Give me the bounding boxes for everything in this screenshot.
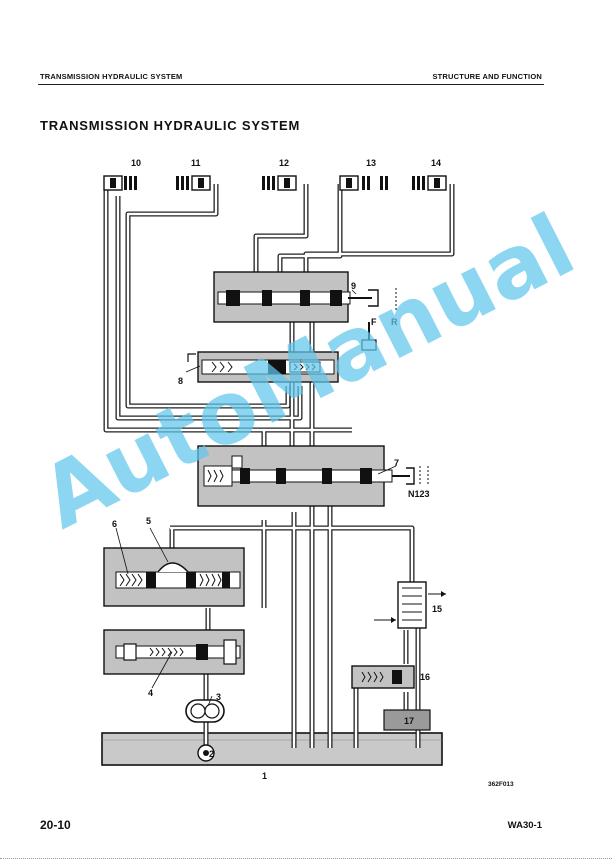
callout-15: 15 [432,604,442,614]
filter-17 [383,709,431,731]
bottom-rule [0,858,612,859]
callout-14: 14 [431,158,441,168]
clutch-13 [339,175,388,191]
page-title: TRANSMISSION HYDRAULIC SYSTEM [40,118,301,133]
regulator-valve-6-5 [103,547,245,607]
callout-9: 9 [351,281,356,291]
selector-f-label: F [371,317,377,327]
clutch-10 [103,175,137,191]
callout-labels: 10 11 12 13 14 9 8 7 6 5 4 3 2 1 15 16 1… [112,158,514,788]
header-chapter-title: STRUCTURE AND FUNCTION [432,72,542,81]
directional-valve-9 [213,271,397,351]
page-number: 20-10 [40,818,71,832]
clutch-11 [176,175,211,191]
callout-13: 13 [366,158,376,168]
pump-3 [185,699,225,723]
figure-code: 362F013 [488,781,514,788]
oil-cooler-15 [374,581,446,629]
callout-8: 8 [178,376,183,386]
relief-valve-4 [103,629,245,675]
callout-4: 4 [148,688,153,698]
callout-12: 12 [279,158,289,168]
lube-valve-16 [351,665,415,689]
model-code: WA30-1 [507,820,542,831]
leader-lines [115,289,397,707]
clutch-packs [103,175,447,191]
callout-5: 5 [146,516,151,526]
callout-7: 7 [394,458,399,468]
oil-tank [101,732,443,766]
callout-16: 16 [420,672,430,682]
speed-valve-7 [197,445,429,507]
header-section-title: TRANSMISSION HYDRAULIC SYSTEM [40,72,183,81]
selector-speed-label: N123 [408,489,430,499]
callout-6: 6 [112,519,117,529]
callout-1: 1 [262,771,267,781]
selector-r-label: R [391,317,398,327]
clutch-12 [262,175,297,191]
callout-3: 3 [216,692,221,702]
callout-17: 17 [404,716,414,726]
clutch-14 [412,175,447,191]
strainer-2 [197,744,215,762]
callout-2: 2 [209,749,214,759]
callout-10: 10 [131,158,141,168]
valve-8 [187,351,339,383]
header-rule [38,84,544,85]
callout-11: 11 [191,158,201,168]
